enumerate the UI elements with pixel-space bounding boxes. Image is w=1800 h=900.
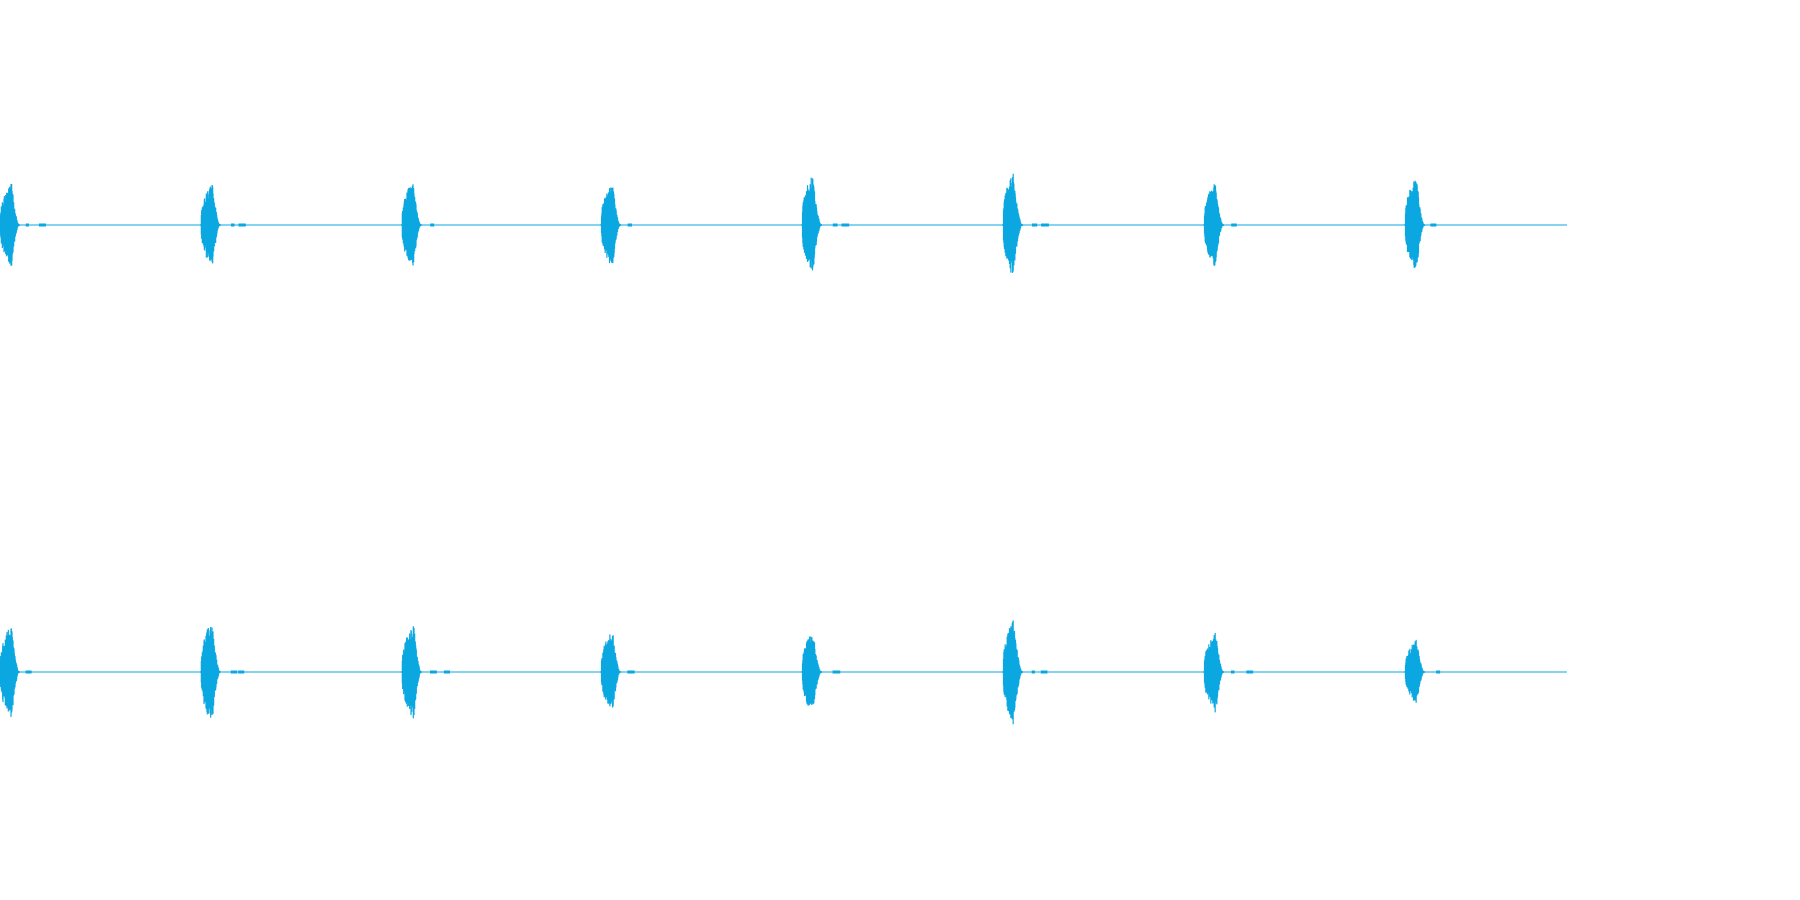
waveform-blip xyxy=(25,670,32,674)
waveform-blip xyxy=(1041,223,1049,227)
waveform-blip xyxy=(231,223,235,227)
waveform-burst xyxy=(401,626,451,719)
waveform-blip xyxy=(443,670,451,674)
waveform-burst-body xyxy=(0,628,20,717)
waveform-blip xyxy=(1040,670,1048,674)
waveform-burst xyxy=(1002,620,1048,725)
waveform-burst xyxy=(200,627,245,718)
waveform-burst xyxy=(801,177,850,271)
waveform-blip xyxy=(238,223,246,227)
waveform-blip xyxy=(841,223,850,227)
waveform-blip xyxy=(38,223,47,227)
waveform-burst-body xyxy=(600,634,621,708)
channel-2-track xyxy=(0,620,1567,725)
waveform-blip xyxy=(25,223,29,227)
waveform-burst-body xyxy=(401,184,422,266)
waveform-burst-body xyxy=(1404,639,1425,703)
waveform-burst-body xyxy=(200,185,221,264)
waveform-burst-body xyxy=(600,187,621,264)
waveform-burst xyxy=(801,636,841,706)
waveform-burst xyxy=(1203,632,1254,713)
waveform-burst xyxy=(600,634,635,708)
waveform-blip xyxy=(627,223,632,227)
waveform-blip xyxy=(1032,223,1038,227)
waveform-burst xyxy=(401,184,435,266)
waveform-burst-body xyxy=(1404,180,1425,268)
waveform-blip xyxy=(430,223,435,227)
waveform-burst-body xyxy=(1203,632,1224,713)
waveform-burst xyxy=(1203,184,1237,267)
waveform-burst xyxy=(0,184,47,266)
waveform-burst xyxy=(1404,180,1437,268)
waveform-burst-body xyxy=(401,626,422,719)
waveform-blip xyxy=(1246,670,1254,674)
waveform-burst xyxy=(200,185,246,264)
waveform-burst xyxy=(1404,639,1441,703)
waveform-blip xyxy=(1436,670,1441,674)
waveform-blip xyxy=(1230,670,1235,674)
waveform-blip xyxy=(627,670,635,674)
waveform-burst-body xyxy=(200,627,221,718)
waveform-burst xyxy=(1002,173,1049,273)
waveform-burst xyxy=(0,628,32,717)
channel-1-track xyxy=(0,173,1567,273)
waveform-blip xyxy=(238,670,245,674)
waveform-burst-body xyxy=(1002,173,1023,273)
waveform-blip xyxy=(1231,223,1237,227)
waveform-burst-body xyxy=(1002,620,1023,725)
waveform-blip xyxy=(1430,223,1437,227)
waveform-blip xyxy=(429,670,437,674)
waveform-blip xyxy=(832,670,841,674)
waveform-burst-body xyxy=(1203,184,1224,267)
waveform-blip xyxy=(1031,670,1035,674)
waveform-burst xyxy=(600,187,632,264)
waveform-burst-body xyxy=(0,184,20,266)
waveform-burst-body xyxy=(801,636,822,706)
waveform-blip xyxy=(832,223,838,227)
waveform-burst-body xyxy=(801,177,822,271)
waveform-blip xyxy=(230,670,238,674)
